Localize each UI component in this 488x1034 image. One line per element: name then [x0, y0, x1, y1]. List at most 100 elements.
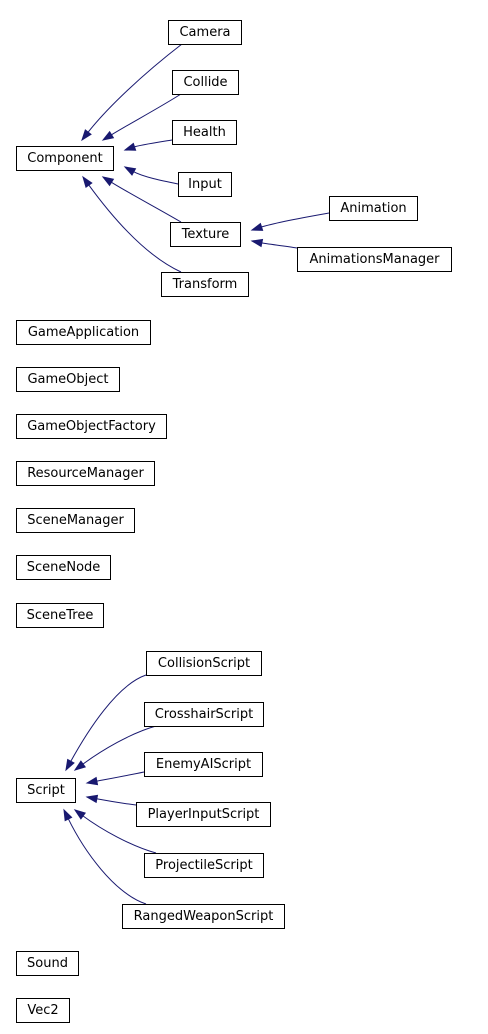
class-node-camera[interactable]: Camera [168, 20, 242, 45]
inheritance-edge-animation-to-texture [250, 212, 330, 231]
edge-arrowhead [65, 758, 75, 772]
edge-line [95, 798, 137, 806]
class-node-component[interactable]: Component [16, 146, 114, 171]
class-node-scenenode[interactable]: SceneNode [16, 555, 111, 580]
class-node-box [144, 853, 264, 878]
class-node-gameobject[interactable]: GameObject [16, 367, 120, 392]
edge-arrowhead [73, 809, 87, 820]
class-node-texture[interactable]: Texture [170, 222, 241, 247]
class-node-label: Component [27, 151, 102, 166]
class-node-label: Sound [27, 956, 68, 971]
class-node-collisionscript[interactable]: CollisionScript [146, 651, 262, 676]
edge-line [69, 674, 147, 763]
class-node-label: GameObject [27, 372, 108, 387]
class-node-box [146, 651, 262, 676]
class-node-box [16, 320, 151, 345]
class-node-label: Health [183, 125, 226, 140]
edges-layer [63, 43, 330, 905]
edge-line [260, 212, 330, 228]
edge-arrowhead [101, 176, 115, 187]
class-node-scenemanager[interactable]: SceneManager [16, 508, 135, 533]
class-node-crosshairscript[interactable]: CrosshairScript [144, 702, 264, 727]
class-node-label: ResourceManager [27, 466, 144, 481]
class-node-box [122, 904, 285, 929]
edge-line [87, 43, 183, 134]
edge-line [260, 242, 298, 249]
class-node-playerinputscript[interactable]: PlayerInputScript [136, 802, 271, 827]
class-node-projectilescript[interactable]: ProjectileScript [144, 853, 264, 878]
edge-arrowhead [123, 166, 137, 176]
class-node-box [16, 146, 114, 171]
edge-arrowhead [81, 129, 92, 142]
class-node-box [16, 951, 79, 976]
class-node-box [16, 414, 167, 439]
class-node-vec2[interactable]: Vec2 [16, 998, 70, 1023]
inheritance-edge-animationsmanager-to-texture [250, 238, 298, 249]
class-node-resourcemanager[interactable]: ResourceManager [16, 461, 155, 486]
inheritance-edge-collide-to-component [101, 93, 182, 141]
class-node-box [136, 802, 271, 827]
class-node-box [297, 247, 452, 272]
edge-line [110, 93, 182, 136]
class-node-box [144, 752, 263, 777]
class-node-box [16, 555, 111, 580]
class-node-label: CrosshairScript [155, 707, 254, 722]
edge-line [81, 725, 157, 766]
class-node-transform[interactable]: Transform [161, 272, 249, 297]
class-node-box [16, 508, 135, 533]
inheritance-edge-texture-to-component [101, 176, 182, 223]
class-node-label: ProjectileScript [155, 858, 252, 873]
class-node-box [161, 272, 249, 297]
edge-arrowhead [82, 175, 93, 189]
class-node-box [16, 367, 120, 392]
class-node-label: Collide [183, 75, 227, 90]
class-node-label: AnimationsManager [309, 252, 440, 267]
class-node-box [170, 222, 241, 247]
class-node-enemyaiscript[interactable]: EnemyAIScript [144, 752, 263, 777]
class-node-label: Texture [181, 227, 230, 242]
edge-arrowhead [123, 142, 137, 151]
class-node-label: Vec2 [27, 1003, 58, 1018]
edge-line [67, 817, 147, 905]
edge-line [81, 814, 157, 854]
class-node-input[interactable]: Input [178, 172, 232, 197]
class-node-gameobjectfactory[interactable]: GameObjectFactory [16, 414, 167, 439]
inheritance-edge-transform-to-component [82, 175, 182, 273]
edge-arrowhead [73, 760, 87, 771]
class-node-script[interactable]: Script [16, 778, 76, 803]
class-node-label: Animation [340, 201, 406, 216]
edge-line [110, 181, 182, 223]
inheritance-edge-enemyaiscript-to-script [85, 771, 145, 786]
class-node-box [329, 196, 418, 221]
class-node-label: RangedWeaponScript [134, 909, 274, 924]
class-node-collide[interactable]: Collide [172, 70, 239, 95]
class-node-label: GameObjectFactory [27, 419, 156, 434]
inheritance-edge-health-to-component [123, 139, 173, 151]
class-node-box [172, 70, 239, 95]
class-node-box [144, 702, 264, 727]
class-node-label: SceneManager [27, 513, 124, 528]
inheritance-edge-projectilescript-to-script [73, 809, 157, 854]
class-node-box [16, 778, 76, 803]
inheritance-edge-rangedweaponscript-to-script [63, 808, 147, 905]
inheritance-edge-camera-to-component [81, 43, 183, 142]
class-node-label: Script [27, 783, 65, 798]
inheritance-edge-playerinputscript-to-script [85, 794, 137, 806]
class-node-rangedweaponscript[interactable]: RangedWeaponScript [122, 904, 285, 929]
class-node-gameapplication[interactable]: GameApplication [16, 320, 151, 345]
class-node-box [168, 20, 242, 45]
class-node-health[interactable]: Health [172, 120, 237, 145]
class-node-animation[interactable]: Animation [329, 196, 418, 221]
class-node-label: CollisionScript [158, 656, 250, 671]
class-node-scenetree[interactable]: SceneTree [16, 603, 104, 628]
class-node-animationsmanager[interactable]: AnimationsManager [297, 247, 452, 272]
class-node-label: Transform [172, 277, 238, 292]
class-node-box [178, 172, 232, 197]
class-node-label: SceneNode [27, 560, 101, 575]
class-node-label: Input [188, 177, 222, 192]
nodes-layer: CameraCollideHealthComponentInputTexture… [16, 20, 452, 1023]
edge-arrowhead [250, 222, 264, 231]
class-node-label: Camera [179, 25, 230, 40]
class-node-sound[interactable]: Sound [16, 951, 79, 976]
